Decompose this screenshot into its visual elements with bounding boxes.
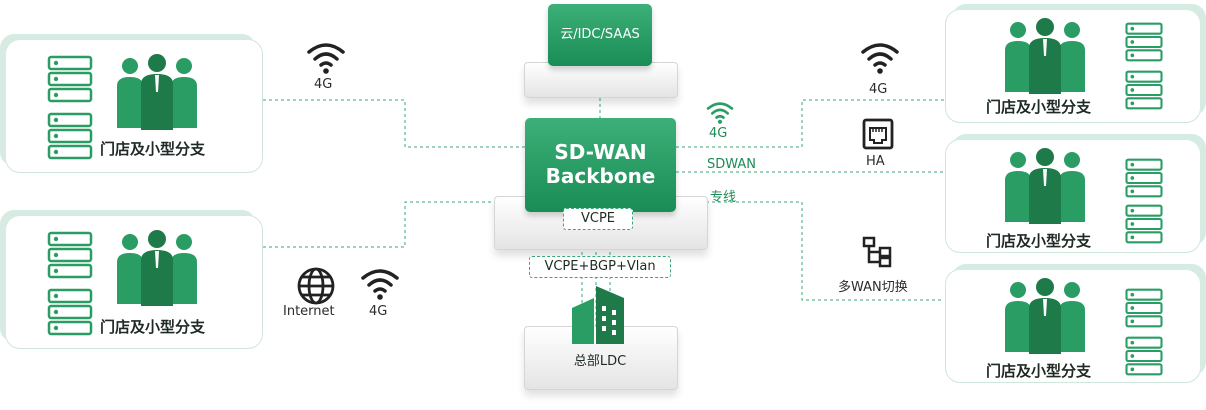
cloud-label: 云/IDC/SAAS xyxy=(560,27,640,42)
server-rack-icon xyxy=(1125,288,1163,328)
branch-card-right-middle: 门店及小型分支 xyxy=(946,140,1200,252)
people-group-icon xyxy=(117,230,197,306)
link-right-top xyxy=(676,99,944,148)
wifi-icon xyxy=(706,102,734,124)
wifi-icon xyxy=(361,269,399,300)
branch-label: 门店及小型分支 xyxy=(100,140,206,158)
people-group-icon xyxy=(1005,18,1085,94)
tree-switch-icon xyxy=(862,236,892,268)
branch-card-left-top: 门店及小型分支 xyxy=(6,40,262,172)
wifi-icon xyxy=(861,43,899,74)
link-label-dedicated-line: 专线 xyxy=(710,190,737,205)
globe-icon xyxy=(297,267,335,305)
link-left-bottom xyxy=(263,201,525,248)
backbone-line1: SD-WAN xyxy=(554,140,647,164)
backbone-line2: Backbone xyxy=(545,164,656,188)
vcpe-tag: VCPE xyxy=(563,208,633,230)
link-label-ha: HA xyxy=(866,154,885,169)
link-label-internet: Internet xyxy=(283,304,335,319)
building-icon xyxy=(572,286,624,344)
server-rack-icon xyxy=(1125,336,1163,376)
link-label-multi-wan: 多WAN切换 xyxy=(838,280,908,295)
people-group-icon xyxy=(1005,278,1085,354)
branch-label: 门店及小型分支 xyxy=(986,98,1092,116)
link-label-sdwan: SDWAN xyxy=(707,157,757,172)
backbone-box: SD-WAN Backbone xyxy=(525,118,676,212)
branch-label: 门店及小型分支 xyxy=(100,318,206,336)
branch-label: 门店及小型分支 xyxy=(986,362,1092,380)
wifi-icon xyxy=(307,43,345,74)
branch-card-right-bottom: 门店及小型分支 xyxy=(946,270,1200,382)
ethernet-port-icon xyxy=(862,118,894,150)
link-label-left-bottom-4g: 4G xyxy=(369,304,388,319)
link-label-center-4g: 4G xyxy=(709,126,728,141)
link-label-left-top-4g: 4G xyxy=(314,77,333,92)
cloud-box: 云/IDC/SAAS xyxy=(548,4,652,66)
branch-label: 门店及小型分支 xyxy=(986,232,1092,250)
server-rack-icon xyxy=(47,112,93,160)
link-label-right-4g: 4G xyxy=(869,82,888,97)
link-right-bottom xyxy=(676,201,944,301)
server-rack-icon xyxy=(1125,70,1163,110)
server-rack-icon xyxy=(47,231,93,279)
cloud-platform xyxy=(524,62,678,98)
branch-card-left-bottom: 门店及小型分支 xyxy=(6,216,262,348)
server-rack-icon xyxy=(47,55,93,103)
server-rack-icon xyxy=(47,288,93,336)
server-rack-icon xyxy=(1125,204,1163,244)
server-rack-icon xyxy=(1125,22,1163,62)
branch-card-right-top: 门店及小型分支 xyxy=(946,10,1200,122)
link-left-top xyxy=(263,99,525,148)
hq-label: 总部LDC xyxy=(573,354,627,369)
server-rack-icon xyxy=(1125,158,1163,198)
vcpe-protocols-tag: VCPE+BGP+Vlan xyxy=(529,256,671,278)
people-group-icon xyxy=(117,54,197,130)
people-group-icon xyxy=(1005,148,1085,224)
